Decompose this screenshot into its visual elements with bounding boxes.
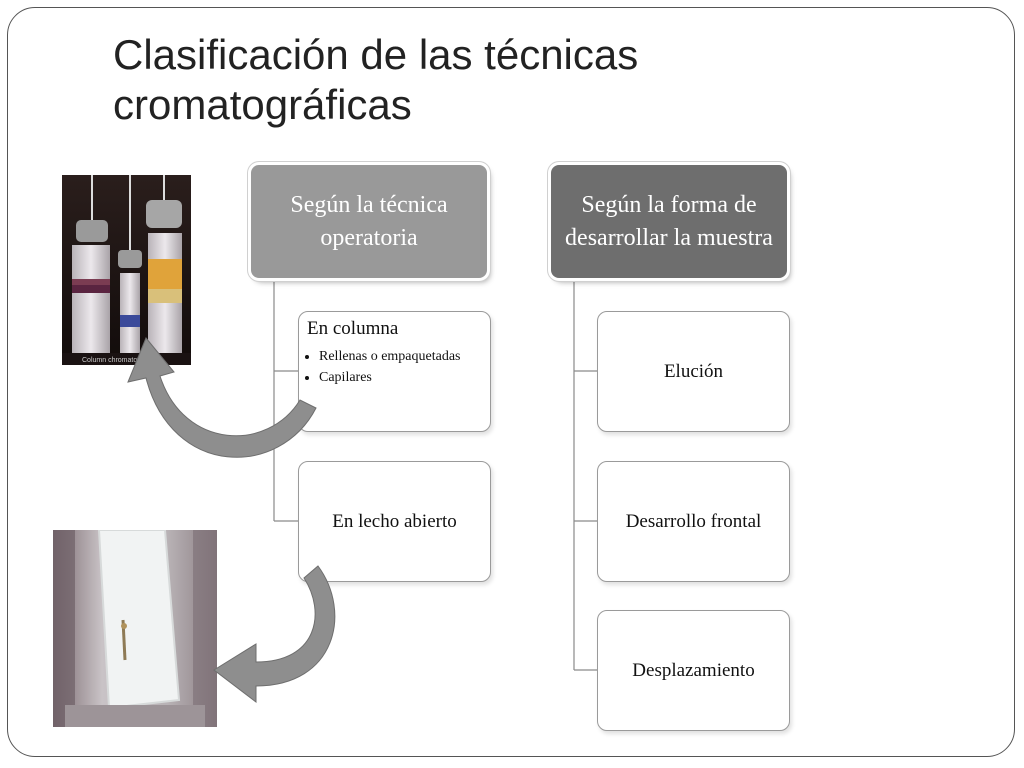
box-elucion: Elución (597, 311, 790, 432)
column-photo-caption: Column chromatography (82, 357, 159, 364)
header-forma-desarrollar: Según la forma de desarrollar la muestra (551, 165, 787, 278)
slide-title: Clasificación de las técnicas cromatográ… (113, 30, 933, 130)
box-desplazamiento: Desplazamiento (597, 610, 790, 731)
elucion-label: Elución (663, 360, 724, 382)
header-tecnica-operatoria-label: Según la técnica operatoria (290, 191, 448, 251)
en-columna-bullets: Rellenas o empaquetadas Capilares (307, 348, 482, 386)
bullet-capilares: Capilares (319, 369, 482, 386)
en-columna-label: En columna (307, 318, 399, 339)
box-en-columna: En columna Rellenas o empaquetadas Capil… (298, 311, 491, 432)
box-en-lecho-abierto: En lecho abierto (298, 461, 491, 582)
plate-photo-illustration (53, 530, 217, 727)
column-chromatography-photo: Column chromatography (62, 175, 191, 365)
en-lecho-abierto-label: En lecho abierto (332, 510, 457, 532)
desplazamiento-label: Desplazamiento (632, 659, 755, 681)
bullet-rellenas: Rellenas o empaquetadas (319, 348, 482, 365)
title-line-1: Clasificación de las técnicas (113, 31, 639, 78)
title-line-2: cromatográficas (113, 81, 412, 128)
plate-chromatography-photo (53, 530, 217, 727)
header-tecnica-operatoria: Según la técnica operatoria (251, 165, 487, 278)
desarrollo-frontal-label: Desarrollo frontal (625, 510, 762, 532)
header-forma-desarrollar-label: Según la forma de desarrollar la muestra (565, 191, 773, 251)
column-photo-illustration: Column chromatography (62, 175, 191, 365)
box-desarrollo-frontal: Desarrollo frontal (597, 461, 790, 582)
